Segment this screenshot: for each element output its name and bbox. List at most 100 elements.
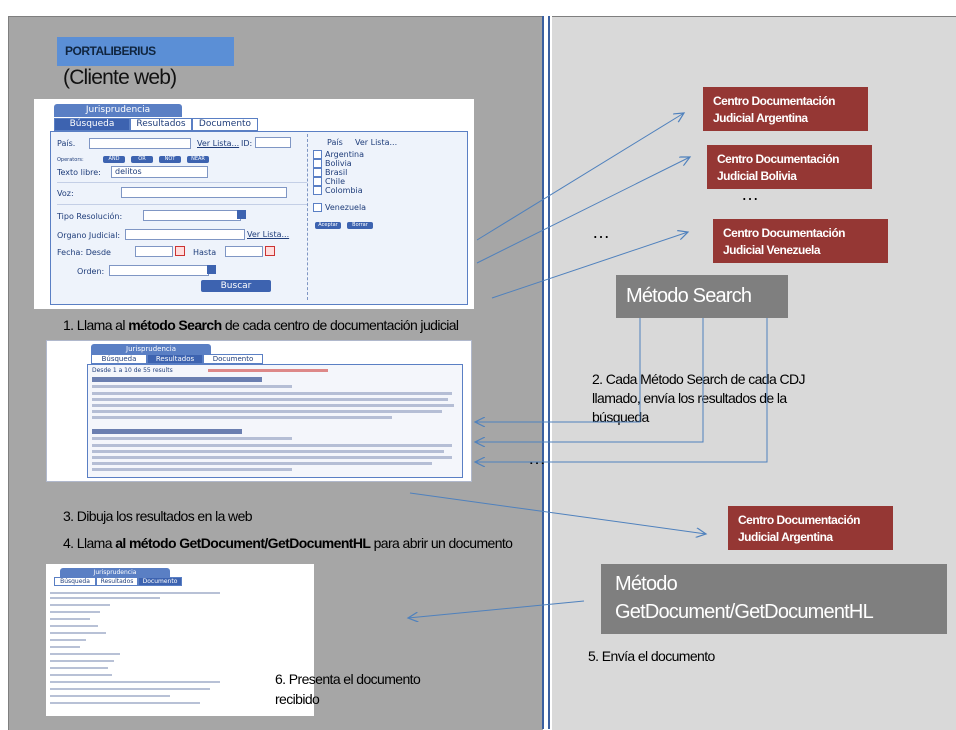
texto-libre-input[interactable]: delitos <box>111 166 208 178</box>
document-line <box>50 702 200 704</box>
country-pais-label: País <box>327 138 343 147</box>
fecha-hasta-input[interactable] <box>225 246 263 257</box>
list-item[interactable]: Venezuela <box>313 203 366 212</box>
document-line <box>50 681 220 683</box>
result-title[interactable] <box>92 429 242 434</box>
checkbox[interactable] <box>313 168 322 177</box>
arrow-document-return <box>408 600 585 618</box>
arrow-result-1 <box>475 318 641 422</box>
step-3-label: 3. Dibuja los resultados en la web <box>63 508 253 524</box>
arrow-result-2 <box>475 318 704 442</box>
result-snippet <box>92 398 448 401</box>
tab-resultados[interactable]: Resultados <box>130 118 192 131</box>
borrar-button[interactable]: Borrar <box>347 222 373 229</box>
list-item[interactable]: Chile <box>313 177 366 186</box>
document-line <box>50 667 108 669</box>
list-item[interactable]: Bolivia <box>313 159 366 168</box>
portal-subtitle: (Cliente web) <box>63 66 177 89</box>
checkbox[interactable] <box>313 203 322 212</box>
checkbox[interactable] <box>313 177 322 186</box>
document-screenshot: Jurisprudencia Búsqueda Resultados Docum… <box>46 564 314 716</box>
organo-ver-lista-link[interactable]: Ver Lista... <box>247 230 290 239</box>
result-meta <box>92 385 292 388</box>
chevron-down-icon[interactable] <box>207 265 216 274</box>
step-1-label: 1. Llama al método Search de cada centro… <box>63 317 459 333</box>
tab-resultados[interactable]: Resultados <box>147 354 203 364</box>
ellipsis: … <box>741 184 760 204</box>
calendar-icon[interactable] <box>265 246 275 256</box>
pagination[interactable] <box>208 369 328 372</box>
calendar-icon[interactable] <box>175 246 185 256</box>
tab-documento[interactable]: Documento <box>138 577 182 586</box>
divider-line-left <box>542 16 544 729</box>
aceptar-button[interactable]: Aceptar <box>315 222 341 229</box>
ver-lista-link[interactable]: Ver Lista... <box>197 139 240 148</box>
result-snippet <box>92 410 442 413</box>
organo-judicial-label: Organo Judicial: <box>57 231 121 240</box>
tab-busqueda[interactable]: Búsqueda <box>91 354 147 364</box>
tab-busqueda[interactable]: Búsqueda <box>54 577 96 586</box>
result-snippet <box>92 444 452 447</box>
document-line <box>50 611 100 613</box>
operator-and-button[interactable]: AND <box>103 156 125 163</box>
pais-input[interactable] <box>89 138 191 149</box>
id-input[interactable] <box>255 137 291 148</box>
arrow-result-3 <box>475 318 768 462</box>
document-line <box>50 674 112 676</box>
document-line <box>50 632 106 634</box>
checkbox[interactable] <box>313 159 322 168</box>
arrow-to-bolivia <box>476 157 690 264</box>
operator-or-button[interactable]: OR <box>131 156 153 163</box>
step-4-label: 4. Llama al método GetDocument/GetDocume… <box>63 535 513 551</box>
country-ver-lista-link[interactable]: Ver Lista... <box>355 138 398 147</box>
list-item[interactable]: Brasil <box>313 168 366 177</box>
operator-near-button[interactable]: NEAR <box>187 156 209 163</box>
document-line <box>50 604 110 606</box>
tab-busqueda[interactable]: Búsqueda <box>54 118 130 131</box>
chevron-down-icon[interactable] <box>237 210 246 219</box>
tipo-resolucion-label: Tipo Resolución: <box>57 212 123 221</box>
tab-documento[interactable]: Documento <box>203 354 263 364</box>
voz-label: Voz: <box>57 189 74 198</box>
step-5-label: 5. Envía el documento <box>588 648 715 664</box>
buscar-button[interactable]: Buscar <box>201 280 271 292</box>
list-item[interactable]: Colombia <box>313 186 366 195</box>
tab-resultados[interactable]: Resultados <box>96 577 138 586</box>
document-line <box>50 618 90 620</box>
arrow-to-getdocument <box>409 492 706 534</box>
results-count: Desde 1 a 10 de 55 results <box>92 367 173 374</box>
divider-line-right <box>548 16 550 729</box>
document-line <box>50 695 170 697</box>
results-panel: Desde 1 a 10 de 55 results <box>87 364 463 478</box>
checkbox[interactable] <box>313 150 322 159</box>
voz-input[interactable] <box>121 187 287 198</box>
texto-libre-label: Texto libre: <box>57 168 101 177</box>
document-line <box>50 688 210 690</box>
organo-judicial-input[interactable] <box>125 229 245 240</box>
tab-documento[interactable]: Documento <box>192 118 258 131</box>
document-line <box>50 646 80 648</box>
country-list: Argentina Bolivia Brasil Chile Colombia … <box>313 150 366 212</box>
divider <box>57 182 307 183</box>
ellipsis: … <box>592 222 611 242</box>
document-line <box>50 597 160 599</box>
fecha-desde-label: Fecha: Desde <box>57 248 111 257</box>
ellipsis: … <box>528 448 547 468</box>
search-form-screenshot: Jurisprudencia Búsqueda Resultados Docum… <box>34 99 474 309</box>
results-screenshot: Jurisprudencia Búsqueda Resultados Docum… <box>46 340 472 482</box>
result-snippet <box>92 462 432 465</box>
operator-not-button[interactable]: NOT <box>159 156 181 163</box>
list-item[interactable]: Argentina <box>313 150 366 159</box>
result-title[interactable] <box>92 377 262 382</box>
document-line <box>50 660 114 662</box>
checkbox[interactable] <box>313 186 322 195</box>
fecha-desde-input[interactable] <box>135 246 173 257</box>
search-panel: País. Ver Lista... ID: Operators: AND OR… <box>50 131 468 305</box>
